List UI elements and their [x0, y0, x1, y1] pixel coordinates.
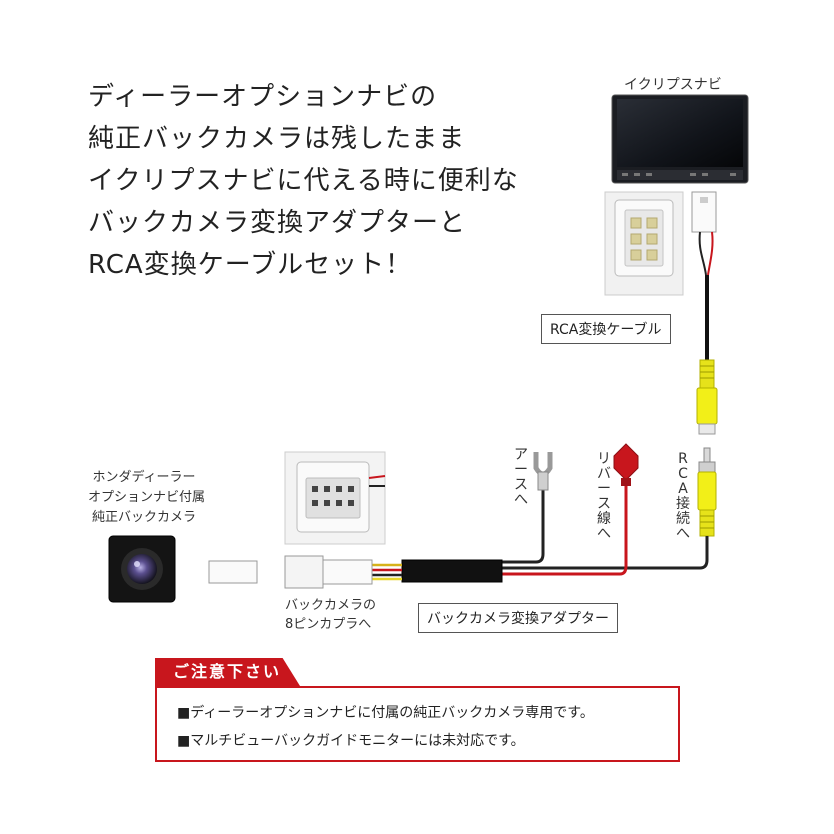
headline-line: ディーラーオプションナビの: [88, 82, 438, 112]
rca-cable-plug: [696, 359, 718, 435]
navi-harness: [691, 191, 717, 360]
back-camera: [108, 535, 258, 603]
headline-line: イクリプスナビに代える時に便利な: [88, 166, 519, 196]
honda-camera-label-line: オプションナビ付属: [88, 490, 206, 505]
reverse-terminal: [613, 443, 639, 486]
notice-line: ■マルチビューバックガイドモニターには未対応です。: [177, 733, 525, 749]
pin-coupler-photo: [284, 451, 386, 545]
pin-coupler-label: バックカメラの 8ピンカプラへ: [285, 596, 376, 634]
headline: ディーラーオプションナビの 純正バックカメラは残したまま イクリプスナビに代える…: [88, 76, 548, 286]
navi-connector-photo: [604, 191, 684, 296]
honda-camera-label-line: 純正バックカメラ: [91, 510, 196, 525]
eclipse-navi-label: イクリプスナビ: [624, 77, 722, 93]
navi-unit: [611, 94, 749, 184]
conversion-adapter: [284, 555, 503, 589]
rca-cable-label: RCA変換ケーブル: [541, 314, 671, 344]
rca-adapter-plug: [697, 447, 717, 537]
pin-coupler-label-line: バックカメラの: [285, 598, 377, 613]
headline-line: バックカメラ変換アダプターと: [88, 208, 467, 238]
notice-box: ■ディーラーオプションナビに付属の純正バックカメラ専用です。 ■マルチビューバッ…: [155, 686, 680, 762]
honda-camera-label: ホンダディーラー オプションナビ付属 純正バックカメラ: [88, 468, 206, 528]
ground-terminal: [533, 452, 553, 491]
adapter-label: バックカメラ変換アダプター: [418, 603, 618, 633]
notice-line: ■ディーラーオプションナビに付属の純正バックカメラ専用です。: [177, 705, 594, 721]
adapter-wires: [498, 478, 709, 576]
headline-line: RCA変換ケーブルセット！: [88, 250, 413, 280]
reverse-label: リバース線へ: [597, 451, 611, 542]
notice-title: ご注意下さい: [155, 658, 300, 686]
headline-line: 純正バックカメラは残したまま: [88, 124, 466, 154]
honda-camera-label-line: ホンダディーラー: [92, 470, 196, 485]
pin-coupler-label-line: 8ピンカプラへ: [285, 617, 372, 632]
ground-label: アースへ: [514, 447, 528, 508]
